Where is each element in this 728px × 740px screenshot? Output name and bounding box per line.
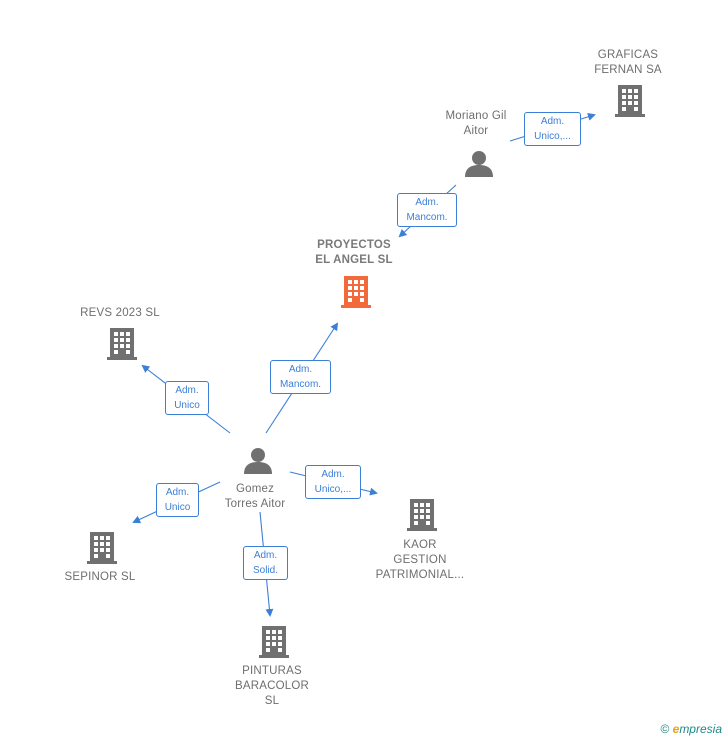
company-name-line: GESTION xyxy=(393,554,447,566)
company-name-line: EL ANGEL SL xyxy=(315,254,393,266)
node-label-graficas[interactable]: GRAFICAS FERNAN SA xyxy=(578,48,678,78)
edge-label-gomez-sepinor[interactable]: Adm. Unico xyxy=(156,483,199,517)
node-label-kaor[interactable]: KAOR GESTION PATRIMONIAL... xyxy=(364,538,476,583)
node-label-moriano[interactable]: Moriano Gil Aitor xyxy=(426,109,526,139)
company-name-line: BARACOLOR xyxy=(234,680,309,692)
person-icon[interactable] xyxy=(464,149,494,179)
node-label-proyectos[interactable]: PROYECTOS EL ANGEL SL xyxy=(296,238,412,268)
copyright-symbol: © xyxy=(660,722,670,736)
empresia-logo: © empresia xyxy=(660,722,722,736)
node-label-sepinor[interactable]: SEPINOR SL xyxy=(50,570,150,585)
company-name-line: PROYECTOS xyxy=(317,239,391,251)
company-name-line: KAOR xyxy=(403,539,437,551)
company-name-line: SEPINOR SL xyxy=(64,571,136,583)
edge-label-role: Adm. xyxy=(175,385,199,396)
edge-label-detail: Solid. xyxy=(252,565,278,576)
edge-label-detail: Unico,... xyxy=(534,131,571,142)
building-icon[interactable] xyxy=(340,275,372,309)
edge-label-moriano-graficas[interactable]: Adm. Unico,... xyxy=(524,112,581,146)
edge-label-detail: Unico,... xyxy=(314,484,352,495)
company-name-line: REVS 2023 SL xyxy=(80,307,160,319)
edge-label-gomez-pinturas[interactable]: Adm. Solid. xyxy=(243,546,288,580)
logo-letter: e xyxy=(672,722,680,736)
person-name-line: Moriano Gil xyxy=(445,110,507,122)
company-name-line: SL xyxy=(264,695,280,707)
edge-label-detail: Unico xyxy=(164,502,191,513)
person-name-line: Aitor xyxy=(463,125,489,137)
building-icon[interactable] xyxy=(406,498,438,532)
edge-label-gomez-proyectos[interactable]: Adm. Mancom. xyxy=(270,360,331,394)
node-label-gomez[interactable]: Gomez Torres Aitor xyxy=(205,482,305,512)
company-name-line: FERNAN SA xyxy=(594,64,662,76)
company-name-line: PATRIMONIAL... xyxy=(375,569,465,581)
edge-label-role: Adm. xyxy=(540,116,565,127)
edge-label-detail: Mancom. xyxy=(406,212,448,223)
edge-label-role: Adm. xyxy=(253,550,278,561)
node-label-revs[interactable]: REVS 2023 SL xyxy=(64,306,176,321)
logo-text: mpresia xyxy=(679,722,722,736)
edge-label-role: Adm. xyxy=(321,469,345,480)
edge-label-moriano-proyectos[interactable]: Adm. Mancom. xyxy=(397,193,457,227)
edge-label-gomez-revs[interactable]: Adm. Unico xyxy=(165,381,209,415)
edge-label-role: Adm. xyxy=(165,487,190,498)
building-icon[interactable] xyxy=(106,327,138,361)
edge-label-detail: Unico xyxy=(174,400,200,411)
edge-label-role: Adm. xyxy=(415,197,439,208)
person-name-line: Torres Aitor xyxy=(224,498,286,510)
person-icon[interactable] xyxy=(243,446,273,476)
building-icon[interactable] xyxy=(614,84,646,118)
edge-label-gomez-kaor[interactable]: Adm. Unico,... xyxy=(305,465,361,499)
edge-label-detail: Mancom. xyxy=(279,379,322,390)
company-name-line: GRAFICAS xyxy=(597,49,659,61)
company-name-line: PINTURAS xyxy=(242,665,302,677)
edge-label-role: Adm. xyxy=(288,364,313,375)
building-icon[interactable] xyxy=(86,531,118,565)
node-label-pinturas[interactable]: PINTURAS BARACOLOR SL xyxy=(222,664,322,709)
building-icon[interactable] xyxy=(258,625,290,659)
person-name-line: Gomez xyxy=(235,483,275,495)
